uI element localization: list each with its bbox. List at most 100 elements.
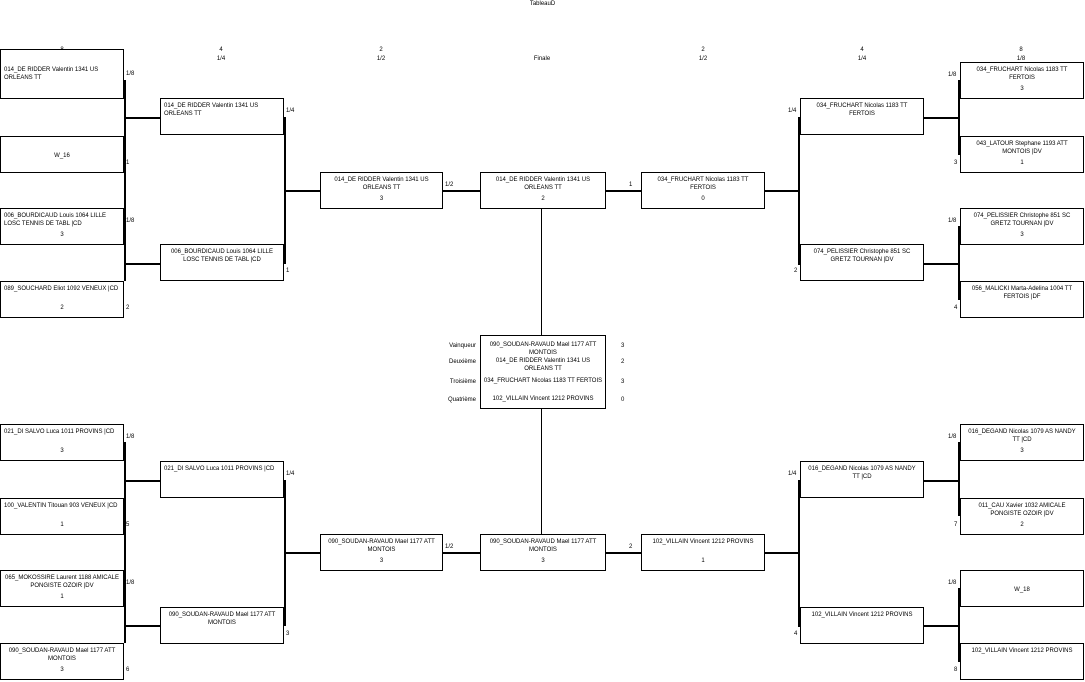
player-name: 043_LATOUR Stephane 1193 ATT MONTOIS |DV	[976, 141, 1068, 155]
match-box-q2: 006_BOURDICAUD Louis 1064 LILLE LOSC TEN…	[160, 244, 284, 281]
player-name: W_16	[54, 153, 70, 159]
connector-line	[124, 117, 126, 264]
player-name: 021_DI SALVO Luca 1011 PROVINS |CD	[4, 429, 115, 435]
round-tag: 1/8	[948, 218, 957, 224]
ranking-score: 2	[621, 359, 625, 365]
connector-line	[124, 117, 160, 119]
side-score: 6	[126, 667, 130, 673]
connector-line	[124, 442, 126, 498]
round-tag: 1/4	[788, 471, 797, 477]
round-label-6: 1/8	[1016, 56, 1026, 62]
round-label-1: 1/4	[216, 56, 226, 62]
player-name: 102_VILLAIN Vincent 1212 PROVINS	[652, 539, 754, 545]
round-tag: 1/8	[126, 218, 135, 224]
connector-line	[958, 80, 960, 155]
connector-line	[124, 588, 126, 643]
ranking-place: Quatrième	[447, 397, 476, 403]
player-name: 090_SOUDAN-RAVAUD Mael 1177 ATT MONTOIS	[168, 612, 276, 626]
connector-line	[798, 480, 800, 482]
round-count-6: 8	[1019, 47, 1023, 53]
round-label-2: 1/2	[376, 56, 386, 62]
player-name: W_18	[1014, 587, 1030, 593]
match-box-m7: 074_PELISSIER Christophe 851 SC GRETZ TO…	[960, 208, 1084, 245]
connector-line	[798, 117, 800, 264]
player-name: 014_DE RIDDER Valentin 1341 US ORLEANS T…	[4, 67, 99, 81]
connector-line	[924, 117, 960, 119]
round-label-5: 1/4	[857, 56, 867, 62]
connector-line	[606, 552, 641, 554]
player-name: 014_DE RIDDER Valentin 1341 US ORLEANS T…	[495, 177, 591, 191]
match-box-m8: 056_MALICKI Marta-Adelina 1004 TT FERTOI…	[960, 281, 1084, 318]
match-score: 3	[60, 667, 64, 673]
player-name: 016_DEGAND Nicolas 1079 AS NANDY TT |CD	[968, 429, 1076, 443]
connector-line	[541, 209, 542, 335]
page-title: TableauD	[529, 1, 556, 7]
connector-line	[924, 625, 960, 627]
side-score: 1	[286, 268, 290, 274]
player-name: 021_DI SALVO Luca 1011 PROVINS |CD	[164, 466, 275, 472]
side-score: 4	[794, 631, 798, 637]
side-score: 8	[954, 667, 958, 673]
match-box-m1: 014_DE RIDDER Valentin 1341 US ORLEANS T…	[0, 49, 124, 99]
side-score: 4	[954, 305, 958, 311]
ranking-player: 090_SOUDAN-RAVAUD Mael 1177 ATT MONTOIS	[489, 342, 597, 356]
player-name: 014_DE RIDDER Valentin 1341 US ORLEANS T…	[164, 103, 259, 117]
side-score: 3	[286, 631, 290, 637]
player-name: 089_SOUCHARD Eliot 1092 VENEUX |CD	[4, 286, 119, 292]
connector-line	[124, 480, 160, 482]
round-label-4: 1/2	[698, 56, 708, 62]
player-name: 100_VALENTIN Titouan 903 VENEUX |CD	[4, 503, 118, 509]
player-name: 090_SOUDAN-RAVAUD Mael 1177 ATT MONTOIS	[489, 539, 597, 553]
connector-line	[924, 263, 960, 265]
side-score: 3	[954, 160, 958, 166]
ranking-player: 034_FRUCHART Nicolas 1183 TT FERTOIS	[483, 378, 603, 384]
round-tag: 1/4	[286, 471, 295, 477]
player-name: 011_CAU Xavier 1032 AMICALE PONGISTE OZO…	[978, 503, 1066, 517]
match-box-s1: 014_DE RIDDER Valentin 1341 US ORLEANS T…	[320, 172, 443, 209]
match-box-m15: W_18	[960, 570, 1084, 607]
player-name: 102_VILLAIN Vincent 1212 PROVINS	[811, 612, 913, 618]
ranking-player: 102_VILLAIN Vincent 1212 PROVINS	[492, 396, 594, 402]
match-box-q4: 074_PELISSIER Christophe 851 SC GRETZ TO…	[800, 244, 924, 281]
player-name: 065_MOKOSSIRE Laurent 1188 AMICALE PONGI…	[5, 575, 119, 589]
round-tag: 1/8	[126, 434, 135, 440]
match-score: 3	[1020, 86, 1024, 92]
round-tag: 1/2	[445, 182, 454, 188]
match-score: 3	[379, 196, 384, 202]
connector-line	[124, 263, 160, 265]
round-tag: 1/2	[445, 544, 454, 550]
round-count-2: 2	[379, 47, 383, 53]
connector-line	[765, 552, 800, 554]
match-box-q6: 090_SOUDAN-RAVAUD Mael 1177 ATT MONTOIS	[160, 607, 284, 644]
ranking-player: 014_DE RIDDER Valentin 1341 US ORLEANS T…	[495, 358, 591, 372]
connector-line	[284, 117, 286, 264]
round-tag: 1/4	[788, 108, 797, 114]
side-score: 7	[954, 522, 958, 528]
ranking-score: 3	[621, 343, 625, 349]
player-name: 074_PELISSIER Christophe 851 SC GRETZ TO…	[973, 213, 1071, 227]
connector-line	[124, 480, 126, 626]
side-score: 2	[126, 305, 130, 311]
connector-line	[798, 117, 800, 119]
connector-line	[284, 552, 320, 554]
connector-line	[443, 190, 480, 192]
match-box-m11: 065_MOKOSSIRE Laurent 1188 AMICALE PONGI…	[0, 570, 124, 607]
round-tag: 1/8	[948, 580, 957, 586]
match-score: 2	[1020, 522, 1024, 528]
ranking-place: Vainqueur	[449, 343, 476, 349]
ranking-box	[480, 335, 606, 409]
ranking-place: Deuxième	[448, 359, 476, 365]
round-count-5: 4	[860, 47, 864, 53]
match-box-m3: 006_BOURDICAUD Louis 1064 LILLE LOSC TEN…	[0, 208, 124, 245]
round-tag: 1/8	[126, 71, 135, 77]
player-name: 016_DEGAND Nicolas 1079 AS NANDY TT |CD	[808, 466, 916, 480]
